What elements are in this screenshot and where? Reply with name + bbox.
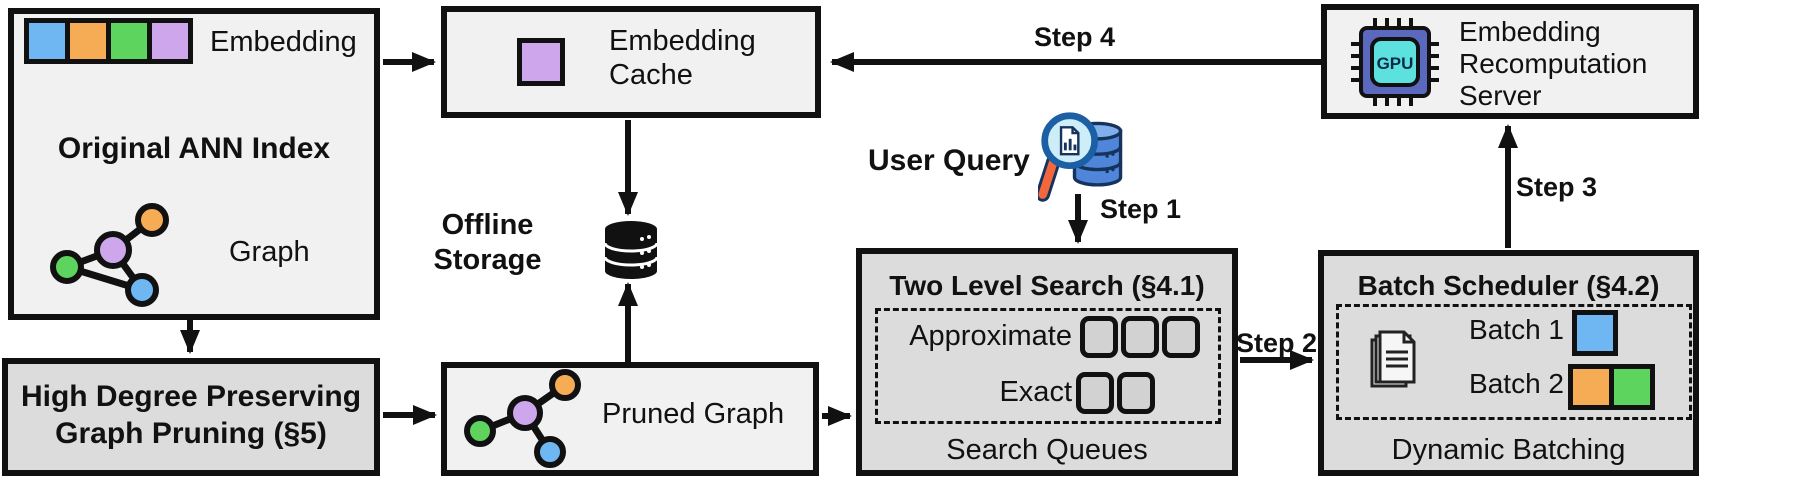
search-queues-label: Search Queues [946, 434, 1148, 466]
offline-storage-label: Offline Storage [433, 209, 542, 276]
queue-slot [1076, 372, 1114, 414]
batch2-cell-orange [1573, 369, 1609, 405]
graph-label: Graph [229, 236, 310, 268]
query-documents-icon [1370, 330, 1416, 388]
exact-label: Exact [999, 376, 1072, 408]
cached-embedding-icon [517, 38, 565, 86]
graph-pruning-title-line1: High Degree Preserving [20, 380, 362, 413]
step2-label: Step 2 [1236, 328, 1318, 358]
original-ann-index-box: Embedding Original ANN Index Graph [8, 8, 380, 320]
batch2-cell-green [1614, 369, 1650, 405]
exact-queue-slots [1076, 372, 1155, 414]
pruned-graph-label: Pruned Graph [602, 398, 785, 430]
two-level-search-box: Two Level Search (§4.1) Approximate Exac… [856, 248, 1238, 476]
embedding-cache-label: Embedding Cache [609, 25, 756, 91]
queue-slot [1121, 316, 1159, 358]
user-query-label: User Query [868, 144, 1030, 177]
gpu-chip-label: GPU [1377, 54, 1414, 73]
queue-slot [1080, 316, 1118, 358]
user-query-icon [1038, 112, 1123, 202]
dynamic-batching-label: Dynamic Batching [1391, 434, 1626, 466]
batch1-embeddings [1572, 310, 1618, 356]
original-ann-index-title: Original ANN Index [57, 132, 331, 165]
step1-label: Step 1 [1100, 194, 1182, 224]
batch1-cell-blue [1577, 315, 1613, 351]
queue-slot [1117, 372, 1155, 414]
two-level-search-title: Two Level Search (§4.1) [889, 270, 1205, 301]
graph-pruning-box: High Degree Preserving Graph Pruning (§5… [2, 358, 380, 476]
approximate-label: Approximate [909, 320, 1072, 352]
batch1-label: Batch 1 [1469, 314, 1564, 345]
recomputation-server-label: Embedding Recomputation Server [1459, 16, 1648, 111]
embedding-cell-orange [70, 23, 106, 59]
queue-slot [1162, 316, 1200, 358]
embedding-label: Embedding [210, 26, 357, 58]
pruned-graph-box: Pruned Graph [441, 362, 819, 476]
batch2-embeddings [1568, 364, 1655, 410]
offline-storage-db-icon [604, 221, 658, 279]
graph-pruning-title-line2: Graph Pruning (§5) [55, 417, 327, 450]
gpu-chip-icon: GPU [1351, 18, 1439, 106]
batch2-label: Batch 2 [1469, 368, 1564, 399]
embedding-vector-icon [24, 18, 193, 64]
embedding-cell-purple [152, 23, 188, 59]
search-queues-dashed-frame [875, 308, 1221, 424]
original-graph-icon [50, 203, 169, 307]
approximate-queue-slots [1080, 316, 1200, 358]
embedding-cache-box: Embedding Cache [441, 6, 821, 118]
step3-label: Step 3 [1516, 172, 1598, 202]
recomputation-server-box: GPU Embedding Recomputation Server [1321, 4, 1699, 119]
embedding-cell-green [111, 23, 147, 59]
batch-scheduler-title: Batch Scheduler (§4.2) [1357, 270, 1660, 301]
step4-label: Step 4 [1034, 22, 1116, 52]
embedding-cell-blue [29, 23, 65, 59]
pruned-graph-icon [464, 369, 581, 468]
batch-scheduler-box: Batch Scheduler (§4.2) Batch 1 Batch 2 D… [1318, 250, 1699, 476]
dynamic-batching-dashed-frame [1336, 304, 1692, 420]
